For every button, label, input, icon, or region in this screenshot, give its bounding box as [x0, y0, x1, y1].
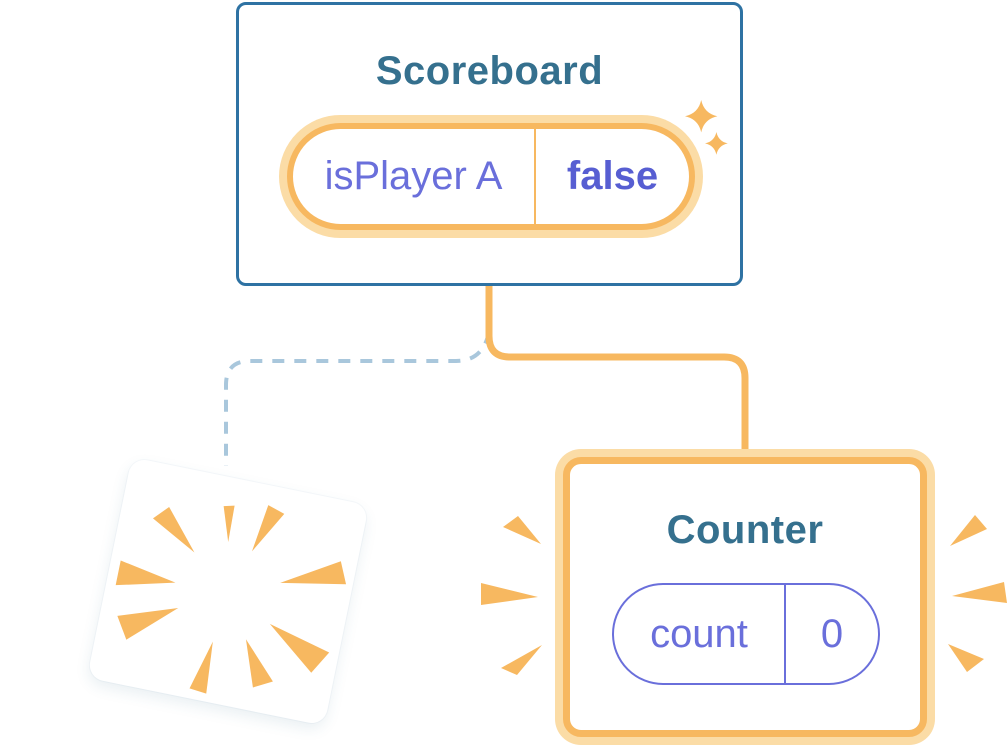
state-label: isPlayer A	[293, 129, 536, 224]
state-label: count	[614, 585, 786, 683]
scoreboard-card: Scoreboard isPlayer A false	[236, 2, 743, 286]
poof-burst-icon	[115, 505, 347, 694]
sparkle-icon	[685, 100, 728, 155]
scoreboard-title: Scoreboard	[375, 49, 604, 93]
connector-solid-counter-branch	[485, 285, 749, 460]
emphasis-rays-icon	[481, 516, 542, 675]
removed-component-card	[87, 457, 369, 726]
state-pill: isPlayer A false	[287, 123, 695, 230]
connector-dashed-removed-branch	[224, 331, 491, 466]
emphasis-rays-icon	[948, 515, 1007, 672]
counter-card: Counter count 0	[563, 457, 927, 737]
state-value: false	[566, 154, 659, 198]
state-pill: count 0	[612, 583, 880, 685]
state-value: 0	[820, 611, 844, 656]
counter-title: Counter	[666, 508, 824, 552]
